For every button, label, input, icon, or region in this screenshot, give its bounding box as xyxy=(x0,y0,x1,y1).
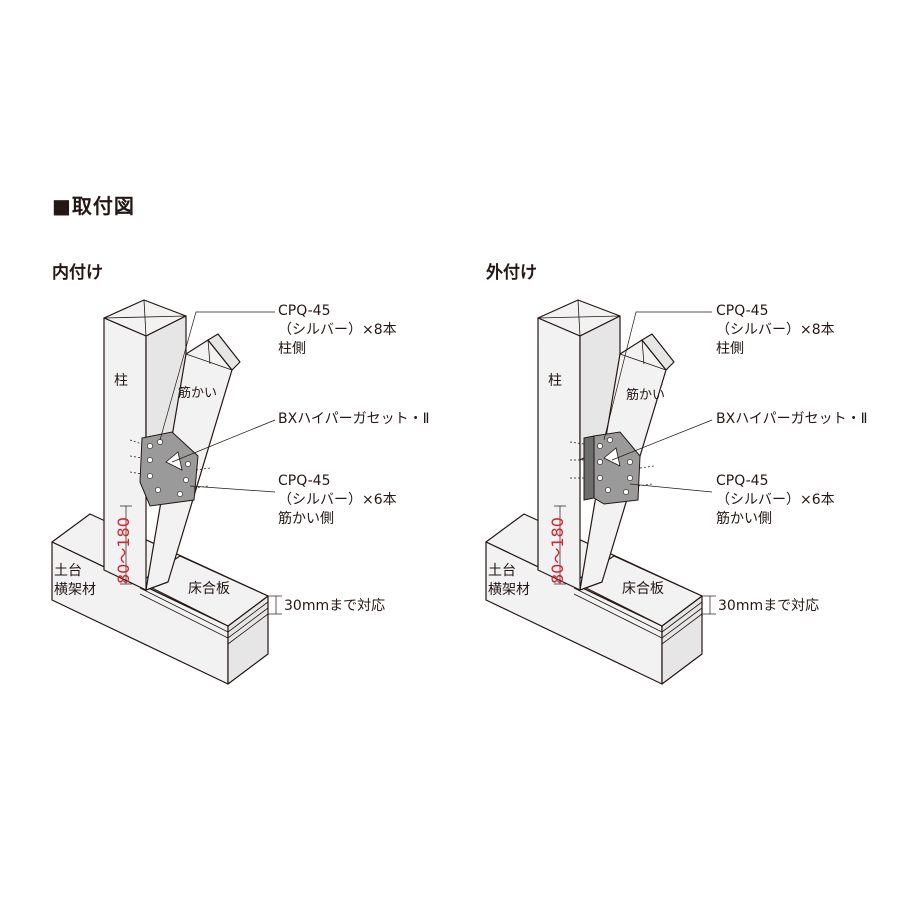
outer-mount-title: 外付け xyxy=(486,263,537,283)
screw-model: CPQ-45 xyxy=(278,303,331,319)
sill-line-1: 土台 xyxy=(54,563,82,579)
outer-screw-brace-label: CPQ-45 （シルバー）×6本 筋かい側 xyxy=(716,472,835,529)
outer-brace-label: 筋かい xyxy=(626,388,666,403)
outer-dimension-label: 80～180 xyxy=(548,517,567,584)
inner-pillar-label: 柱 xyxy=(114,373,128,389)
inner-screw-pillar-label: CPQ-45 （シルバー）×8本 柱側 xyxy=(278,302,397,359)
inner-thickness-label: 30mmまで対応 xyxy=(284,598,386,614)
screw-side: 筋かい側 xyxy=(278,511,334,527)
inner-mount-title: 内付け xyxy=(52,263,103,283)
screw-qty: （シルバー）×8本 xyxy=(278,322,397,338)
page-heading: ■取付図 xyxy=(52,194,135,218)
screw-model: CPQ-45 xyxy=(716,473,769,489)
screw-qty: （シルバー）×6本 xyxy=(278,492,397,508)
screw-side: 柱側 xyxy=(278,341,306,357)
outer-sill-label: 土台 横架材 xyxy=(488,562,530,600)
inner-sill-label: 土台 横架材 xyxy=(54,562,96,600)
sill-line-1: 土台 xyxy=(488,563,516,579)
screw-model: CPQ-45 xyxy=(278,473,331,489)
inner-floor-board-label: 床合板 xyxy=(188,581,230,597)
inner-gusset-label: BXハイパーガセット・Ⅱ xyxy=(278,411,430,427)
gusset-plate-inner xyxy=(129,431,211,507)
screw-qty: （シルバー）×8本 xyxy=(716,322,835,338)
outer-screw-pillar-label: CPQ-45 （シルバー）×8本 柱側 xyxy=(716,302,835,359)
outer-pillar-label: 柱 xyxy=(548,373,562,389)
inner-brace-label: 筋かい xyxy=(178,386,218,401)
outer-thickness-label: 30mmまで対応 xyxy=(718,598,820,614)
inner-screw-brace-label: CPQ-45 （シルバー）×6本 筋かい側 xyxy=(278,472,397,529)
gusset-plate-outer xyxy=(569,431,655,505)
sill-line-2: 横架材 xyxy=(54,582,96,598)
outer-gusset-label: BXハイパーガセット・Ⅱ xyxy=(716,411,868,427)
screw-qty: （シルバー）×6本 xyxy=(716,492,835,508)
screw-side: 筋かい側 xyxy=(716,511,772,527)
screw-model: CPQ-45 xyxy=(716,303,769,319)
outer-floor-board-label: 床合板 xyxy=(622,581,664,597)
sill-line-2: 横架材 xyxy=(488,582,530,598)
inner-dimension-label: 80～180 xyxy=(114,517,133,584)
screw-side: 柱側 xyxy=(716,341,744,357)
